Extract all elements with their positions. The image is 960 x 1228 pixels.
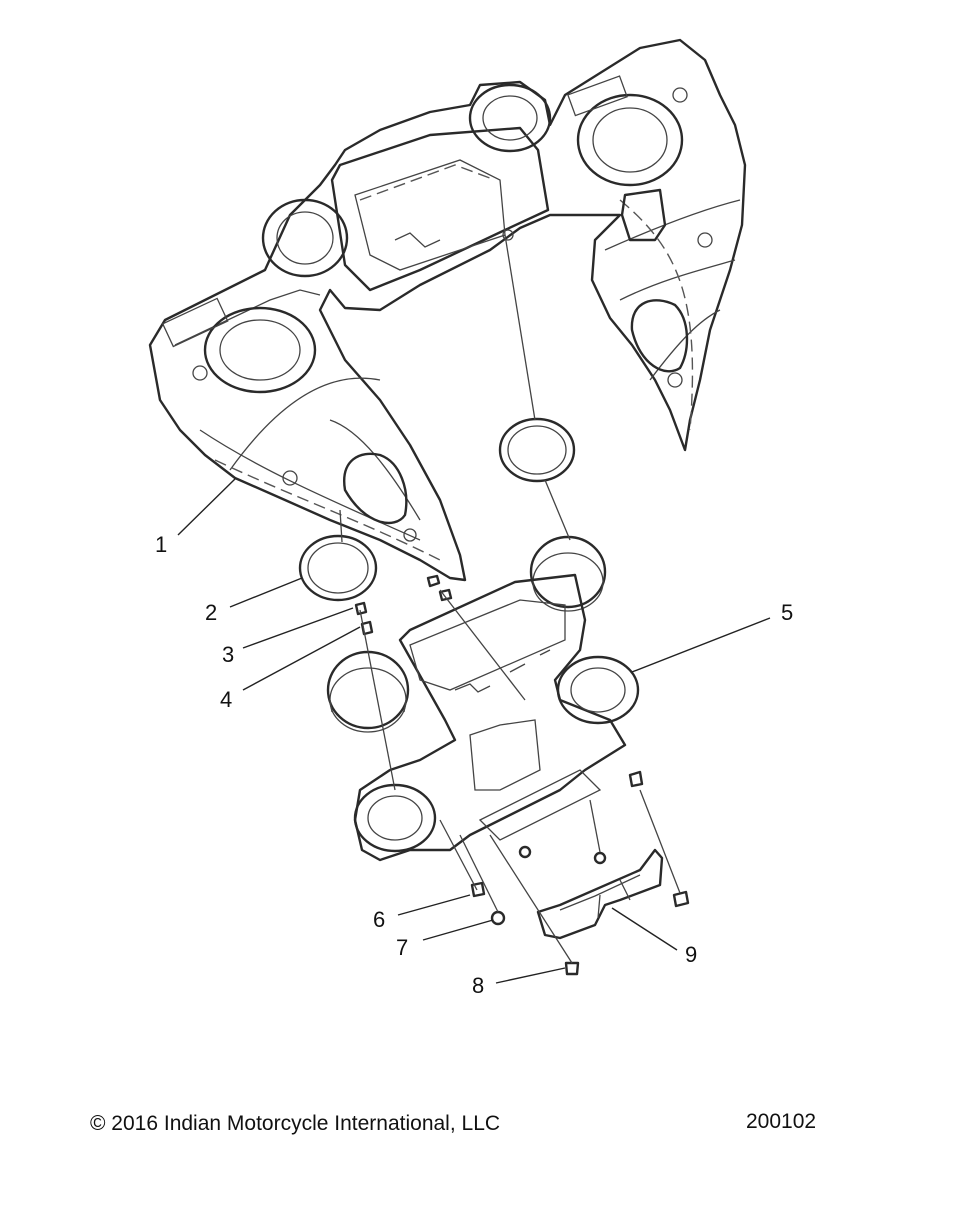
assembly-lines: [339, 234, 681, 964]
figure-number: 200102: [746, 1110, 817, 1133]
callout-4: 4: [220, 687, 232, 712]
copyright-notice: © 2016 Indian Motorcycle International, …: [90, 1112, 501, 1135]
trim-ring-right: [498, 417, 576, 483]
callout-1: 1: [155, 532, 167, 557]
callout-3: 3: [222, 642, 234, 667]
gauge-left: [326, 650, 410, 733]
callout-9: 9: [685, 942, 697, 967]
callout-8: 8: [472, 973, 484, 998]
callout-labels: 1 2 3 4 5 6 7 8 9: [155, 532, 793, 998]
fairing-assembly: [148, 38, 747, 582]
callout-7: 7: [396, 935, 408, 960]
callout-2: 2: [205, 600, 217, 625]
callout-leaders: [177, 477, 771, 984]
trim-ring-left: [298, 534, 378, 602]
instrument-housing: [353, 573, 640, 862]
callout-6: 6: [373, 907, 385, 932]
fasteners: [354, 574, 690, 976]
mounting-bracket: [536, 848, 664, 940]
gauge-right: [529, 535, 607, 612]
callout-5: 5: [781, 600, 793, 625]
